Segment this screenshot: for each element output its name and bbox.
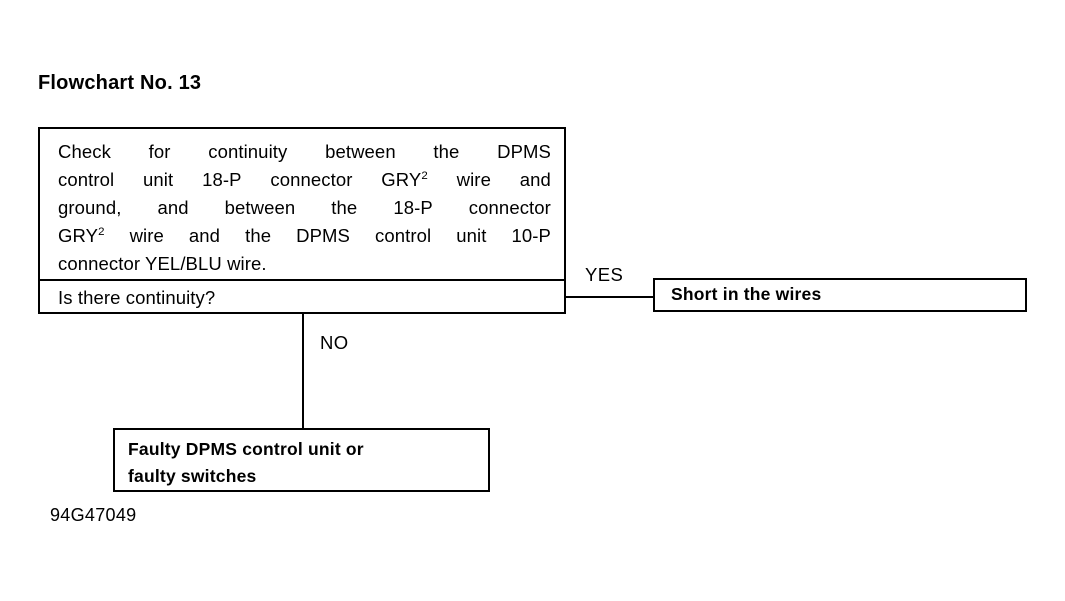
decision-body-line-1-word-5: the [433,141,460,162]
gry-superscript-2: 2 [98,225,105,238]
gry-label-2: GRY [58,225,99,246]
decision-body-line-3-word-1: ground, [58,197,122,218]
decision-body-line-2-word-4: connector [270,169,353,190]
connector-yes [566,296,654,298]
decision-body-line-1-word-2: for [148,141,171,162]
decision-body-line-5: connector YEL/BLU wire. [58,253,267,274]
page-title: Flowchart No. 13 [38,72,202,94]
decision-body-line-3-word-6: connector [468,197,551,218]
decision-body-line-3-word-3: between [224,197,296,218]
decision-body-line-2-word-5: GRY2 [381,166,428,194]
result-box-no-line-1: Faulty DPMS control unit or [128,439,364,459]
decision-body-line-3: ground, and between the 18-P connector [58,194,551,222]
gry-label: GRY [381,169,422,190]
decision-body-line-2-word-7: and [519,169,551,190]
decision-question: Is there continuity? [58,287,216,308]
decision-body-line-3-word-2: and [157,197,189,218]
decision-body-line-4-word-5: DPMS [296,225,350,246]
branch-label-no: NO [320,332,349,353]
figure-code: 94G47049 [50,505,137,525]
decision-body-line-4-word-2: wire [129,225,164,246]
decision-box: Check for continuity between the DPMS co… [38,127,566,314]
decision-body-line-2: control unit 18-P connector GRY2 wire an… [58,166,551,194]
connector-no [302,313,304,429]
decision-body-line-4-word-4: the [245,225,272,246]
decision-body-line-2-word-1: control [58,169,115,190]
decision-body-line-4-word-6: control [375,225,432,246]
decision-divider [40,279,564,281]
decision-body-line-4-word-3: and [188,225,221,246]
decision-body-line-1-word-6: DPMS [497,141,551,162]
decision-body-line-2-word-3: 18-P [202,169,242,190]
decision-body-line-1-word-3: continuity [208,141,288,162]
decision-body-line-3-word-4: the [331,197,358,218]
result-box-no-text: Faulty DPMS control unit or faulty switc… [128,436,478,490]
decision-body-line-2-word-6: wire [456,169,491,190]
decision-body-text: Check for continuity between the DPMS co… [40,129,564,279]
decision-body-line-2-word-2: unit [143,169,174,190]
decision-body-line-4-word-1: GRY2 [58,222,105,250]
decision-body-line-4-word-7: unit [456,225,487,246]
decision-body-line-1-word-4: between [325,141,396,162]
result-box-no-line-2: faulty switches [128,466,257,486]
result-box-no: Faulty DPMS control unit or faulty switc… [113,428,490,492]
gry-superscript: 2 [421,169,428,182]
decision-body-line-4: GRY2 wire and the DPMS control unit 10-P [58,222,551,250]
decision-body-line-1: Check for continuity between the DPMS [58,138,551,166]
decision-body-line-3-word-5: 18-P [393,197,433,218]
decision-body-line-4-word-8: 10-P [511,225,551,246]
result-box-yes: Short in the wires [653,278,1027,312]
result-box-yes-text: Short in the wires [671,284,822,304]
decision-body-line-1-word-1: Check [58,141,111,162]
branch-label-yes: YES [585,264,624,285]
